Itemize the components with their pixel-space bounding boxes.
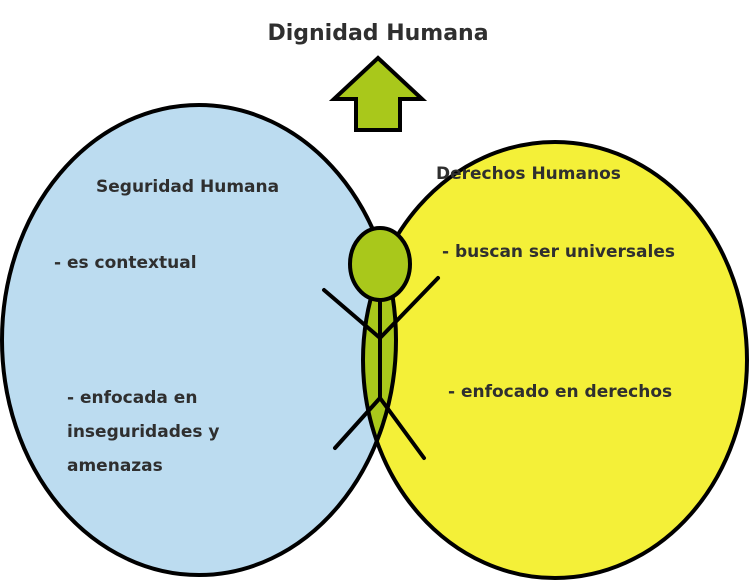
seguridad-item-enfocada-line1: - enfocada en [67,388,197,408]
seguridad-humana-heading: Seguridad Humana [96,177,279,197]
left-circle-seguridad [2,105,396,575]
derechos-item-enfocado: - enfocado en derechos [448,382,672,402]
right-circle-derechos [363,142,747,578]
stick-figure-icon [322,226,440,460]
up-arrow-icon [328,55,428,132]
seguridad-item-contextual: - es contextual [54,253,197,273]
seguridad-item-enfocada-line2: inseguridades y [67,422,220,442]
derechos-item-universales: - buscan ser universales [442,242,675,262]
seguridad-item-enfocada-line3: amenazas [67,456,163,476]
derechos-humanos-heading: Derechos Humanos [436,164,621,184]
diagram-title: Dignidad Humana [267,21,488,46]
